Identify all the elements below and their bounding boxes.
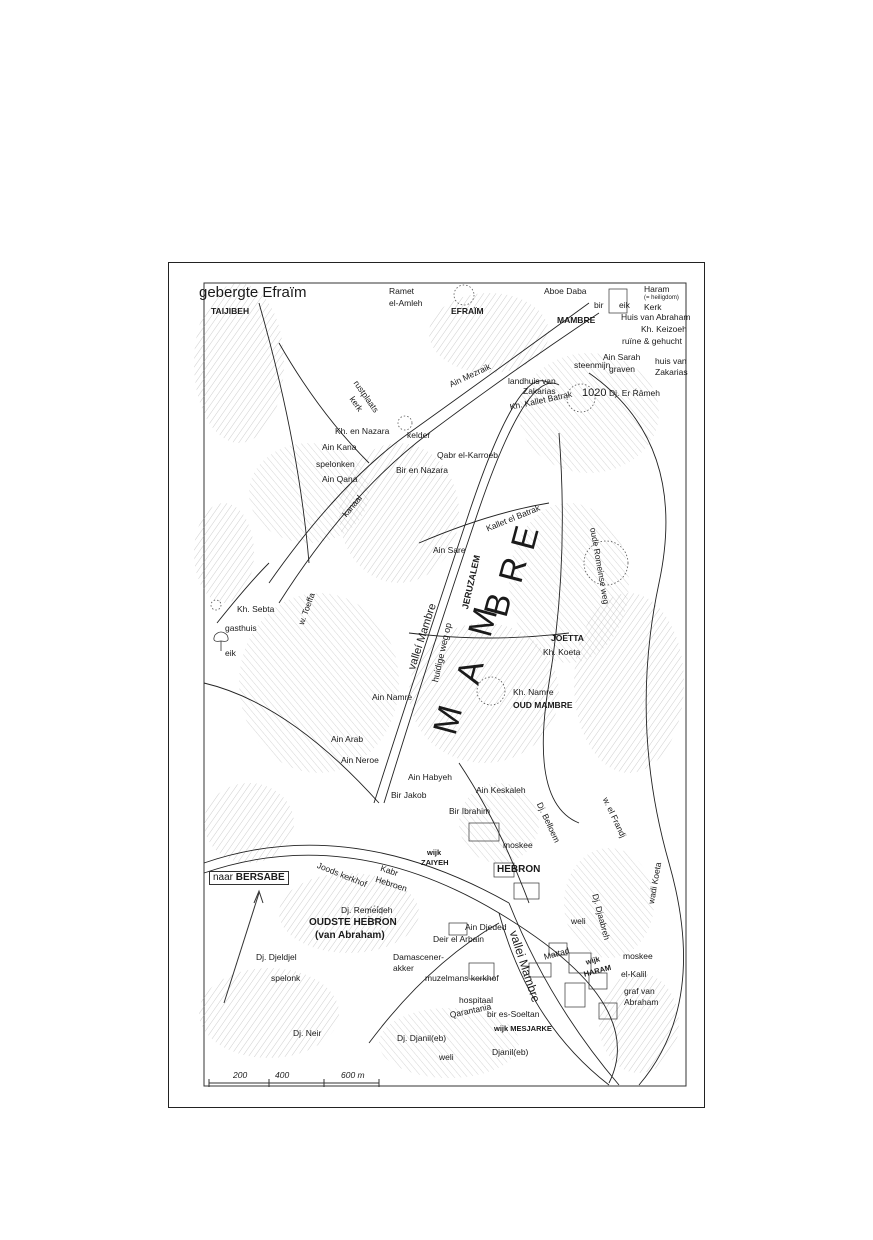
label-weli: weli [571, 916, 586, 926]
hebron-map-drawing [194, 282, 687, 1087]
tree-icon [213, 631, 229, 651]
label-bir-en-nazara: Bir en Nazara [396, 465, 448, 475]
label-djanil: Djanil(eb) [492, 1047, 529, 1057]
label-moskee: moskee [623, 951, 653, 961]
label-bir-ibrahim: Bir Ibrahim [449, 806, 491, 816]
label-gasthuis: gasthuis [225, 623, 257, 633]
label-van-abraham: (van Abraham) [315, 930, 385, 941]
label-el-amleh: el-Amleh [389, 298, 423, 308]
label-steenmijn: steenmijn [574, 360, 611, 370]
roads [203, 302, 684, 1086]
label-dj-er-rameh: Dj. Er Ŕāmeh [609, 388, 661, 398]
label-ain-neroe: Ain Neroe [341, 755, 379, 765]
label-kelder: kelder [407, 430, 431, 440]
map-inner-border [203, 282, 687, 1087]
label-graf-van: graf van [624, 986, 655, 996]
label-joetta: JOETTA [551, 633, 584, 643]
label-dj-neir: Dj. Neir [293, 1028, 322, 1038]
label-ain-qana: Ain Qana [322, 474, 358, 484]
label-bir-jakob: Bir Jakob [391, 790, 427, 800]
label-hebron: HEBRON [497, 864, 541, 875]
label-zaiyeh: ZAIYEH [421, 858, 449, 867]
label-zakarias: Zakarias [523, 386, 556, 396]
label-haram-top: Haram [644, 284, 670, 294]
label-graven: graven [609, 364, 635, 374]
label-kh-namre: Kh. Namre [513, 687, 554, 697]
scale-tick-400: 400 [275, 1070, 290, 1080]
label-eik: eik [225, 648, 236, 658]
scale-tick-200: 200 [233, 1070, 248, 1080]
label-huis-abraham: Huis van Abraham [621, 312, 691, 322]
label-bir: bir [594, 300, 604, 310]
label-eik-top: eik [619, 300, 630, 310]
label-kh-sebta: Kh. Sebta [237, 604, 275, 614]
label-moskee-top: moskee [503, 840, 533, 850]
map-title: gebergte Efraïm [199, 284, 307, 301]
label-kerk: Kerk [644, 302, 662, 312]
label-dj-remeideh: Dj. Remeideh [341, 905, 393, 915]
label-spelonken: spelonken [316, 459, 355, 469]
label-spelonk: spelonk [271, 973, 301, 983]
label-qabr-el-karroeb: Qabr el-Karroeb [437, 450, 498, 460]
label-naar-bersabe: naar BERSABE [209, 871, 289, 885]
label-elevation-1020: 1020 [582, 387, 607, 399]
label-kh-en-nazara: Kh. en Nazara [335, 426, 390, 436]
scale-bar [208, 1079, 380, 1087]
label-muzelmans-kerkhof: muzelmans kerkhof [425, 973, 499, 983]
label-oudste-hebron: OUDSTE HEBRON [309, 917, 397, 928]
label-ain-arab: Ain Arab [331, 734, 364, 744]
label-naar: naar [213, 872, 236, 883]
town-blocks [448, 288, 628, 1020]
label-damascener: Damascener- [393, 952, 445, 962]
label-deir-el-arbain: Deir el Arbain [433, 934, 485, 944]
label-ain-namre: Ain Namre [372, 692, 413, 702]
label-efraim: EFRAÏM [451, 306, 484, 316]
label-bersabe: BERSABE [235, 872, 285, 883]
label-abraham: Abraham [624, 997, 659, 1007]
label-zakarias-top: Zakarias [655, 367, 688, 377]
label-aboe-daba: Aboe Daba [544, 286, 587, 296]
label-ain-djeded: Ain Djeded [465, 922, 507, 932]
label-ain-habyeh: Ain Habyeh [408, 772, 452, 782]
label-mambre: MAMBRE [557, 315, 596, 325]
label-wijk-zaiyeh-1: wijk [427, 848, 442, 857]
label-ain-kana: Ain Kana [322, 442, 357, 452]
label-el-kalil: el-Kalil [621, 969, 647, 979]
summits [210, 284, 629, 921]
label-ain-sarah: Ain Sarah [603, 352, 641, 362]
label-weli-south: weli [439, 1052, 454, 1062]
label-landhuis: landhuis van [508, 376, 556, 386]
label-ruine-gehucht: ruïne & gehucht [622, 336, 683, 346]
label-oud-mambre: OUD MAMBRE [513, 700, 573, 710]
terrain-hatching [194, 283, 684, 1078]
label-wijk-mesjarke: wijk MESJARKE [494, 1024, 552, 1033]
scale-tick-600: 600 m [341, 1070, 365, 1080]
label-ain-keskaleh: Ain Keskaleh [476, 785, 526, 795]
label-kh-koeta: Kh. Koeta [543, 647, 581, 657]
label-bir-es-soeltan: bir es-Soeltan [487, 1009, 540, 1019]
label-dj-djanil: Dj. Djanil(eb) [397, 1033, 447, 1043]
label-huis-van: huis van [655, 356, 687, 366]
label-hospitaal: hospitaal [459, 995, 494, 1005]
label-dj-djeldjel: Dj. Djeldjel [256, 952, 297, 962]
north-arrow-icon [223, 889, 264, 1004]
label-taijibeh: TAIJIBEH [211, 306, 250, 316]
label-ain-sare: Ain Sare [433, 545, 466, 555]
label-akker: akker [393, 963, 414, 973]
label-kh-keizoeh: Kh. Keizoeh [641, 324, 687, 334]
label-heiligdom: (= heiligdom) [644, 295, 679, 301]
label-ramet: Ramet [389, 286, 415, 296]
map-frame: gebergte Efraïm TAIJIBEH Ramet el-Amleh … [168, 262, 705, 1108]
